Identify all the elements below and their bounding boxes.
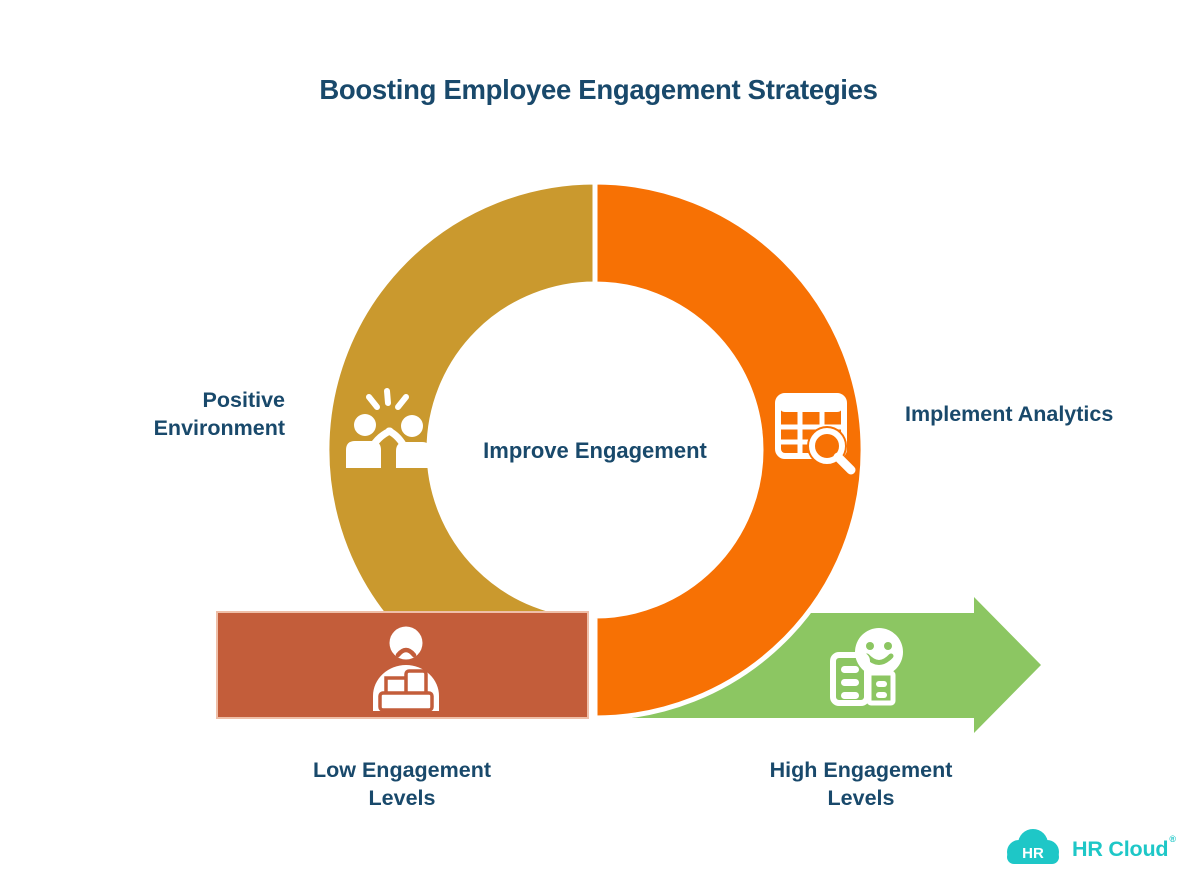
label-high-line1: High Engagement bbox=[769, 758, 953, 782]
page-title: Boosting Employee Engagement Strategies bbox=[319, 74, 878, 105]
label-implement-analytics: Implement Analytics bbox=[905, 402, 1114, 426]
hr-cloud-logo: HR HR Cloud® bbox=[1003, 828, 1176, 868]
label-high-engagement: High Engagement Levels bbox=[770, 756, 953, 812]
label-high-line2: Levels bbox=[827, 786, 895, 810]
label-positive-line1: Positive bbox=[202, 388, 285, 412]
implement-analytics-segment bbox=[592, 179, 866, 721]
sad-employee-icon bbox=[373, 626, 439, 712]
logo-name: HR Cloud bbox=[1072, 837, 1169, 861]
label-low-engagement: Low Engagement Levels bbox=[313, 756, 491, 812]
high-five-icon bbox=[346, 388, 431, 468]
logo-wordmark: HR Cloud® bbox=[1072, 834, 1176, 862]
happy-office-icon bbox=[830, 628, 903, 706]
table-search-icon bbox=[775, 393, 856, 475]
label-positive-environment: Positive Environment bbox=[154, 387, 285, 442]
label-positive-line2: Environment bbox=[153, 415, 285, 440]
label-low-line1: Low Engagement bbox=[313, 758, 491, 782]
label-improve-engagement: Improve Engagement bbox=[483, 438, 707, 463]
logo-registered-mark: ® bbox=[1169, 834, 1176, 844]
label-low-line2: Levels bbox=[368, 786, 436, 810]
hr-cloud-icon: HR bbox=[1007, 829, 1059, 864]
logo-badge-text: HR bbox=[1022, 845, 1044, 862]
